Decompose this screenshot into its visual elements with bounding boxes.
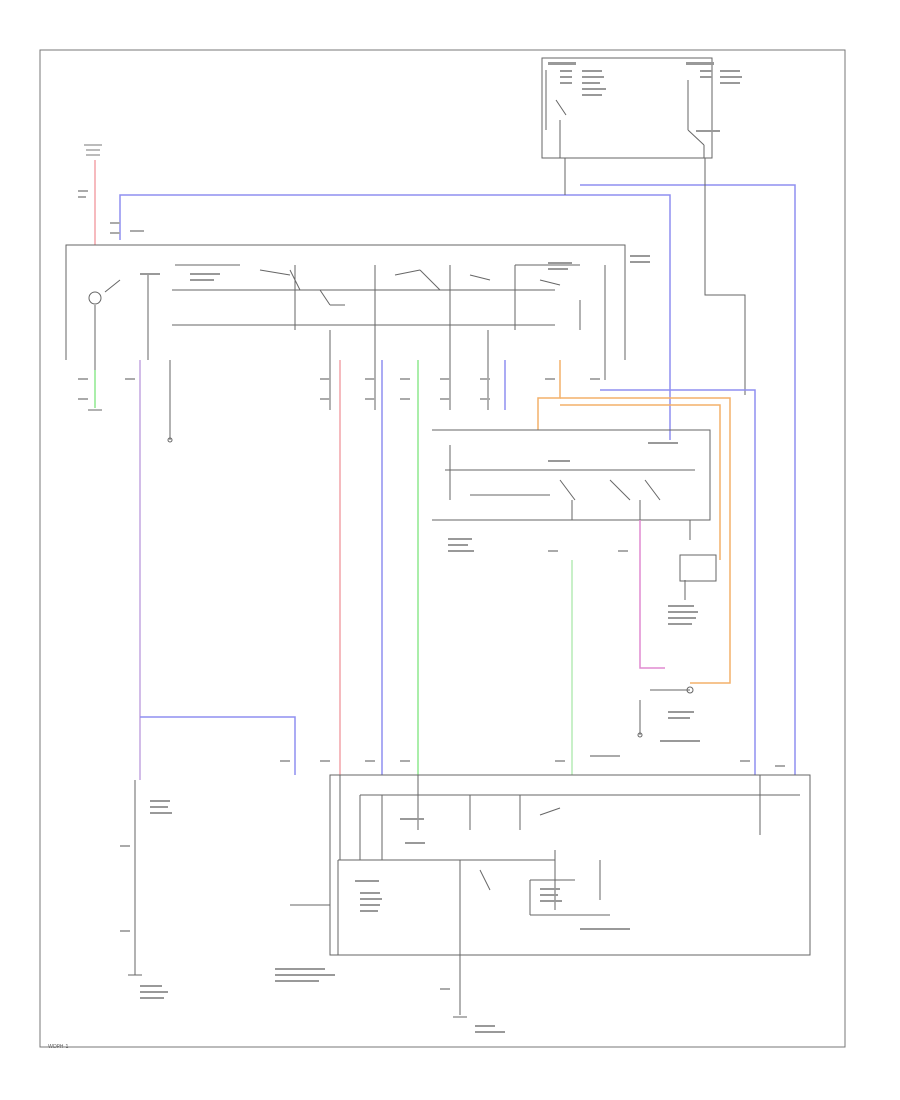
right-components — [637, 554, 717, 738]
bottom-ground-labels — [475, 1025, 505, 1033]
wire-blue-top — [119, 184, 796, 775]
bottom-module-labels — [275, 818, 630, 982]
left-small-switch — [167, 360, 173, 443]
bottom-left-labels — [140, 800, 172, 999]
middle-switch-module — [432, 429, 711, 540]
wire-blue-right — [600, 389, 756, 775]
bottom-ground-drop — [453, 955, 467, 1018]
main-switch-module — [65, 244, 626, 380]
page-frame — [39, 49, 846, 1048]
bottom-control-module — [290, 774, 811, 956]
main-switch-labels — [140, 255, 650, 281]
wire-blue-left-drop — [140, 716, 296, 775]
middle-switch-labels — [448, 442, 678, 552]
fuse-relay-box-labels — [548, 62, 742, 132]
footer-code: WDPH-1 — [48, 1044, 69, 1050]
wire-orange — [537, 360, 731, 684]
wire-tag-labels — [78, 190, 785, 990]
wire-black-short-drops — [329, 330, 489, 410]
fuse-relay-box — [541, 57, 713, 159]
top-left-connector — [84, 144, 102, 156]
right-component-labels — [660, 605, 700, 742]
wire-black-fuse-drops — [564, 158, 746, 395]
wire-magenta — [639, 520, 665, 669]
bottom-left-switch — [128, 780, 142, 976]
